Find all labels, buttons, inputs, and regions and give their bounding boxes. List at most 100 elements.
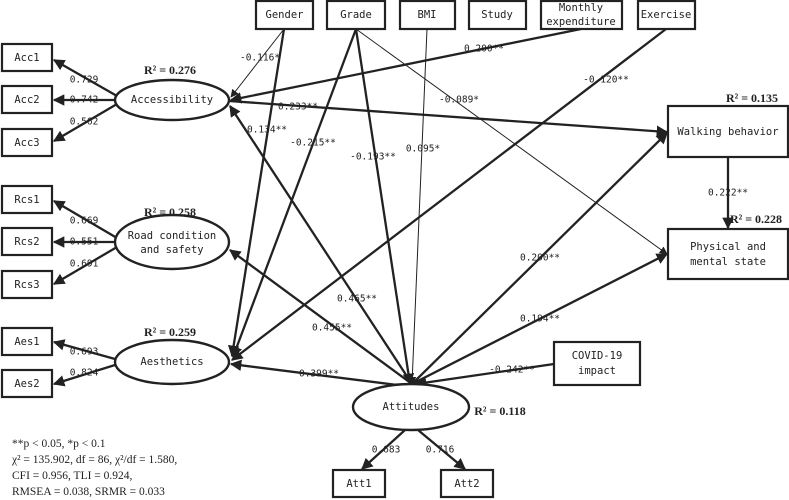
indicator-acc3: Acc3 <box>0 127 54 158</box>
rcs1-label: Rcs1 <box>14 194 39 206</box>
path-attitudes-road <box>229 249 413 385</box>
coef-attitudes-accessibility: 0.465** <box>337 294 377 305</box>
att1-label: Att1 <box>346 478 371 490</box>
path-gender-accessibility <box>230 28 285 98</box>
indicator-aes1: Aes1 <box>0 326 54 357</box>
loading-label-acc1: 0.729 <box>70 75 99 86</box>
coef-monthly-accessibility: 0.200** <box>464 44 504 55</box>
loading-att1 <box>361 429 406 470</box>
indicator-rcs3: Rcs3 <box>0 269 54 300</box>
aes1-label: Aes1 <box>14 336 39 348</box>
loading-acc1 <box>53 59 118 97</box>
coef-walking-physical: 0.222** <box>708 188 748 199</box>
loading-label-aes1: 0.693 <box>70 347 99 358</box>
acc3-label: Acc3 <box>14 137 39 149</box>
latent-aesthetics: Aesthetics <box>113 338 231 386</box>
note-chi-square: χ² = 135.902, df = 86, χ²/df = 1.580, <box>11 454 177 466</box>
loading-rcs3 <box>53 246 118 285</box>
rcs3-label: Rcs3 <box>14 279 39 291</box>
loading-label-aes2: 0.824 <box>70 368 99 379</box>
loading-label-rcs2: 0.551 <box>70 237 99 248</box>
path-bmi-attitudes <box>408 28 428 385</box>
coef-attitudes-aesthetics: 0.399** <box>299 369 339 380</box>
monthly-label-1: Monthly <box>559 2 603 14</box>
accessibility-label: Accessibility <box>131 94 213 106</box>
loading-att2 <box>417 429 466 470</box>
indicator-acc1: Acc1 <box>0 42 54 73</box>
covid-label-2: impact <box>578 365 616 377</box>
loading-label-acc3: 0.562 <box>70 117 99 128</box>
road-r2: R² = 0.258 <box>144 205 196 219</box>
grade-label: Grade <box>340 9 372 21</box>
indicator-rcs1: Rcs1 <box>0 184 54 215</box>
physical-label-1: Physical and <box>690 241 766 253</box>
aes2-label: Aes2 <box>14 378 39 390</box>
loading-aes1 <box>52 339 116 361</box>
path-grade-physical <box>355 28 668 255</box>
att2-label: Att2 <box>454 478 479 490</box>
coef-gender-accessibility: -0.116* <box>240 53 280 64</box>
path-covid-attitudes <box>414 362 555 389</box>
rcs2-label: Rcs2 <box>14 236 39 248</box>
structural-paths <box>227 27 734 389</box>
path-attitudes-accessibility <box>229 105 413 385</box>
attitudes-label: Attitudes <box>383 401 440 413</box>
box-gender: Gender <box>254 0 315 31</box>
walking-r2: R² = 0.135 <box>726 91 778 105</box>
accessibility-r2: R² = 0.276 <box>144 63 196 77</box>
indicator-acc2: Acc2 <box>0 84 54 115</box>
path-grade-aesthetics <box>231 28 358 359</box>
coef-accessibility-walking: 0.233** <box>278 102 318 113</box>
latent-accessibility: Accessibility <box>113 78 231 122</box>
coef-gender-aesthetics: 0.134** <box>247 125 287 136</box>
box-grade: Grade <box>325 0 387 31</box>
box-study: Study <box>467 0 528 31</box>
coef-grade-aesthetics: -0.215** <box>290 138 336 149</box>
loading-acc3 <box>53 103 118 142</box>
box-exercise: Exercise <box>636 0 697 31</box>
path-gender-aesthetics <box>227 28 286 358</box>
path-monthly-accessibility <box>229 27 582 104</box>
coef-attitudes-walking: 0.200** <box>520 253 560 264</box>
exercise-label: Exercise <box>641 9 692 21</box>
attitudes-r2: R² = 0.118 <box>474 404 525 418</box>
indicator-aes2: Aes2 <box>0 368 54 399</box>
loading-rcs1 <box>53 200 118 239</box>
coef-exercise-aesthetics: -0.120** <box>583 75 629 86</box>
study-label: Study <box>481 9 513 21</box>
bmi-label: BMI <box>418 9 437 21</box>
coef-grade-attitudes: -0.193** <box>350 152 396 163</box>
aesthetics-label: Aesthetics <box>140 356 203 368</box>
coef-grade-physical: -0.089* <box>439 95 479 106</box>
note-cfi-tli: CFI = 0.956, TLI = 0.924, <box>12 470 133 482</box>
fit-notes: **p < 0.05, *p < 0.1 χ² = 135.902, df = … <box>11 438 177 498</box>
note-rmsea-srmr: RMSEA = 0.038, SRMR = 0.033 <box>12 486 165 498</box>
road-label-1: Road condition <box>128 230 217 242</box>
indicator-att2: Att2 <box>439 468 495 499</box>
path-accessibility-walking <box>228 99 669 138</box>
indicator-rcs2: Rcs2 <box>0 226 54 257</box>
box-monthly-expenditure: Monthly expenditure <box>539 0 624 31</box>
acc1-label: Acc1 <box>14 52 39 64</box>
loading-label-rcs1: 0.669 <box>70 216 99 227</box>
path-attitudes-walking <box>411 132 668 385</box>
latent-attitudes: Attitudes <box>351 382 471 432</box>
loading-aes2 <box>52 363 116 387</box>
coef-covid-attitudes: -0.242** <box>489 365 535 376</box>
acc2-label: Acc2 <box>14 94 39 106</box>
box-walking-behavior: Walking behavior <box>666 104 789 159</box>
coef-attitudes-physical: 0.194** <box>520 314 560 325</box>
path-grade-attitudes <box>354 28 415 386</box>
loading-label-att1: 0.683 <box>372 445 401 456</box>
measurement-paths <box>52 59 466 470</box>
coef-attitudes-road: 0.455** <box>312 323 352 334</box>
loading-label-acc2: 0.742 <box>70 95 99 106</box>
physical-r2: R² = 0.228 <box>730 212 782 226</box>
loading-label-rcs3: 0.691 <box>70 259 99 270</box>
path-attitudes-aesthetics <box>229 359 406 388</box>
path-attitudes-physical <box>411 252 669 386</box>
monthly-label-2: expenditure <box>546 16 616 28</box>
